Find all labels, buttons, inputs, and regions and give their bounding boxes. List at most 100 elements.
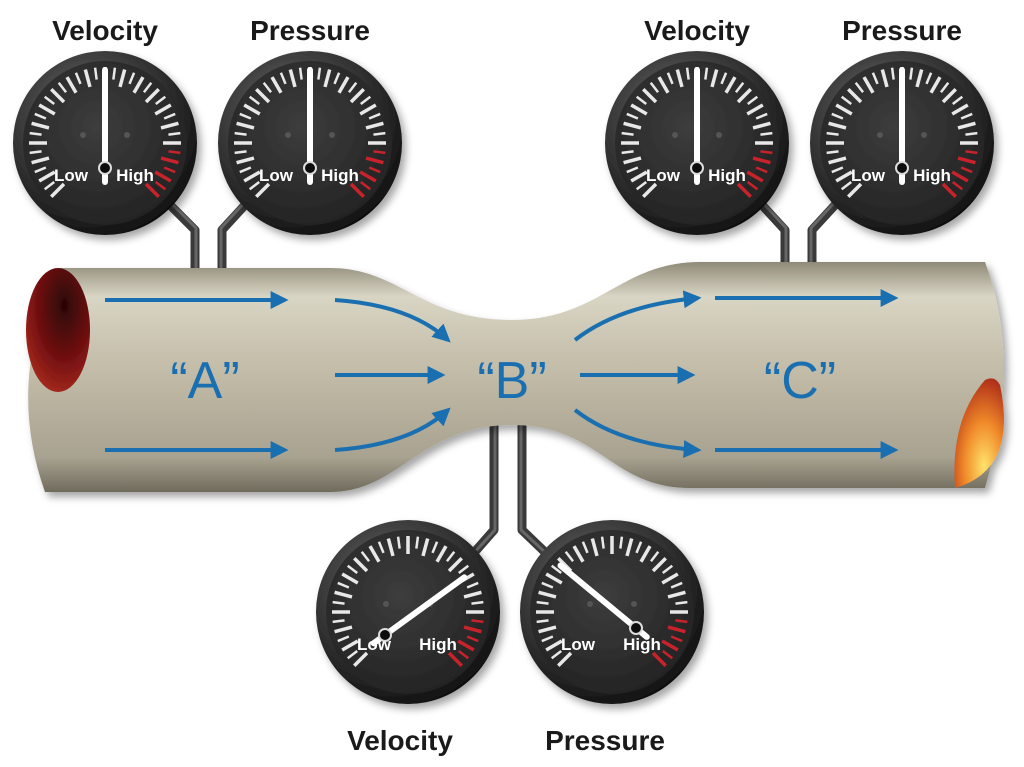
- gauge-tick: [951, 103, 969, 116]
- gauge-redline-tick: [746, 170, 764, 183]
- gauge-tick: [239, 166, 252, 174]
- flow-arrow: [334, 298, 451, 343]
- gauge-high-label: High: [116, 166, 154, 185]
- gauge-tick: [630, 103, 648, 116]
- gauge-tick: [31, 156, 50, 165]
- gauge-tick: [649, 550, 660, 562]
- gauge-tick: [734, 81, 745, 93]
- gauge-ticks: [29, 67, 181, 198]
- gauge-tick: [353, 557, 369, 573]
- gauge-tick: [435, 545, 448, 563]
- gauge-tick: [74, 72, 82, 85]
- gauge-tick: [466, 581, 479, 589]
- gauge-tick: [704, 67, 709, 80]
- gauge-redline-tick: [144, 182, 160, 198]
- gauge-tick: [346, 564, 358, 575]
- gauge-redline-tick: [661, 639, 679, 652]
- gauge-tick: [642, 182, 658, 198]
- gauge-tick: [929, 76, 942, 94]
- gauge-tick: [623, 156, 642, 165]
- gauge-tick: [847, 88, 863, 104]
- gauge-tick: [557, 651, 573, 667]
- gauge-tick: [337, 635, 350, 643]
- gauge-tick: [128, 72, 136, 85]
- gauge-tick: [65, 76, 78, 94]
- gauge-tick: [747, 95, 759, 106]
- gauge-tick: [545, 639, 563, 652]
- flow-arrow: [334, 407, 451, 452]
- gauge-tick: [445, 550, 456, 562]
- gauge-tick: [38, 170, 56, 183]
- gauge-tick: [332, 600, 345, 605]
- gauge-tick: [939, 81, 950, 93]
- gauge-tick: [373, 131, 386, 136]
- gauge-redline-tick: [651, 651, 667, 667]
- gauge-tick: [142, 81, 153, 93]
- gauge-tick: [34, 112, 47, 120]
- region-label-a: “A”: [170, 352, 239, 410]
- gauge-tick: [564, 550, 575, 562]
- gauge-redline-tick: [458, 649, 470, 660]
- gauge-tick: [262, 81, 273, 93]
- gauge-low-label: Low: [54, 166, 89, 185]
- gauge-tick: [50, 182, 66, 198]
- gauge-high-label: High: [913, 166, 951, 185]
- gauge-tick: [415, 536, 420, 549]
- gauge-high-label: High: [708, 166, 746, 185]
- gauge-tick: [915, 69, 924, 88]
- gauge-redline-tick: [736, 182, 752, 198]
- gauge-needle-hub: [895, 161, 909, 175]
- gauge-tick: [298, 67, 303, 80]
- gauge-tick: [755, 112, 768, 120]
- gauge-high-label: High: [321, 166, 359, 185]
- gauge-tick: [752, 121, 771, 130]
- gauge-tick: [234, 150, 247, 155]
- gauge-low-label: Low: [259, 166, 294, 185]
- gauge-redline-tick: [965, 150, 978, 155]
- gauge-tick: [635, 541, 643, 554]
- gauge-tick: [536, 619, 549, 624]
- gauge-tick: [347, 81, 358, 93]
- gauge-redline-tick: [360, 180, 372, 191]
- gauge-tick: [29, 131, 42, 136]
- gauge-tick: [255, 88, 271, 104]
- gauges: LowHighLowHighLowHighLowHighLowHighLowHi…: [13, 51, 994, 704]
- gauge-tick: [458, 564, 470, 575]
- gauge-screw: [877, 132, 883, 138]
- gauge-tick: [826, 131, 839, 136]
- gauge-tick: [34, 166, 47, 174]
- gauge-tick: [840, 95, 852, 106]
- gauge-redline-tick: [747, 180, 759, 191]
- gauge-screw: [285, 132, 291, 138]
- gauge-tick: [447, 557, 463, 573]
- gauge-tick: [118, 69, 127, 88]
- gauge-tick: [421, 538, 430, 557]
- gauge-tick: [621, 150, 634, 155]
- gauge-title-c-pressure: Pressure: [842, 15, 962, 46]
- gauge-tick: [359, 103, 377, 116]
- gauge-tick: [255, 182, 271, 198]
- gauge-tick: [828, 156, 847, 165]
- gauge-redline-tick: [667, 625, 686, 634]
- gauge-tick: [724, 76, 737, 94]
- gauge-tick: [623, 121, 642, 130]
- gauge-redline-tick: [463, 625, 482, 634]
- gauge-tick: [826, 150, 839, 155]
- gauge-tick: [377, 541, 385, 554]
- pipe-inlet-opening: [26, 268, 90, 392]
- gauge-ticks: [621, 67, 773, 198]
- gauge-tick: [630, 170, 648, 183]
- gauge-redline-tick: [951, 170, 969, 183]
- gauge-tick: [639, 545, 652, 563]
- gauge-redline-tick: [752, 156, 771, 165]
- pipe-body: [28, 262, 1004, 492]
- gauge-tick: [236, 121, 255, 130]
- gauge-tick: [965, 131, 978, 136]
- gauge-screw: [631, 601, 637, 607]
- gauge-tick: [550, 564, 562, 575]
- flow-arrow: [573, 290, 702, 342]
